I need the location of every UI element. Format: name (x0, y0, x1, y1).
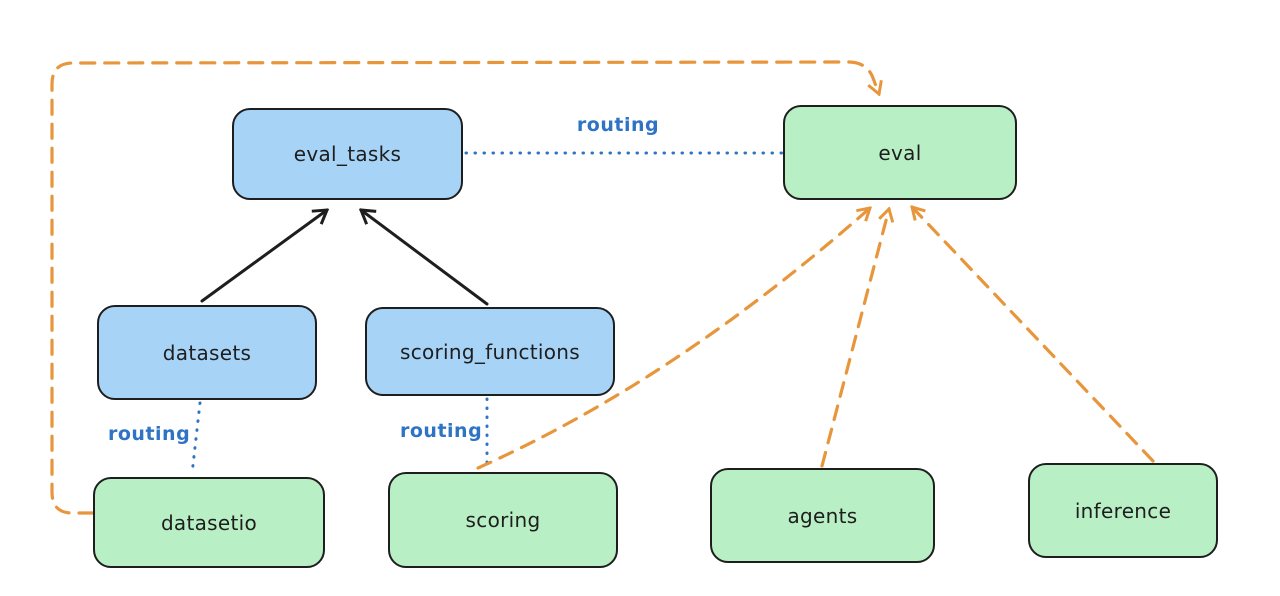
node-datasetio: datasetio (93, 477, 325, 568)
edge-label-routing-scoring-functions-scoring: routing (400, 420, 483, 442)
edge-scoring-functions-to-eval-tasks (361, 210, 489, 306)
edge-label-routing-datasets-datasetio: routing (108, 423, 191, 445)
node-scoring-functions-label: scoring_functions (399, 339, 581, 364)
node-inference: inference (1028, 463, 1218, 558)
node-datasets: datasets (97, 305, 317, 400)
edge-label-routing-eval-tasks-eval: routing (576, 114, 660, 136)
node-agents: agents (710, 468, 935, 563)
node-scoring-label: scoring (465, 508, 541, 532)
node-eval-tasks-label: eval_tasks (293, 142, 402, 166)
node-inference-label: inference (1074, 498, 1172, 523)
node-datasetio-label: datasetio (160, 510, 258, 535)
node-scoring-functions: scoring_functions (365, 307, 615, 396)
node-scoring: scoring (388, 472, 618, 568)
node-datasets-label: datasets (162, 340, 252, 365)
edge-datasetio-to-eval (50, 60, 879, 515)
node-eval-tasks: eval_tasks (232, 108, 463, 200)
edge-datasets-to-datasetio-routing (190, 401, 202, 476)
edge-agents-to-eval (820, 209, 889, 468)
edge-datasets-to-eval-tasks (200, 210, 327, 303)
node-eval-label: eval (878, 140, 922, 165)
node-eval: eval (783, 105, 1017, 200)
edge-inference-to-eval (912, 207, 1155, 463)
node-agents-label: agents (787, 503, 858, 528)
